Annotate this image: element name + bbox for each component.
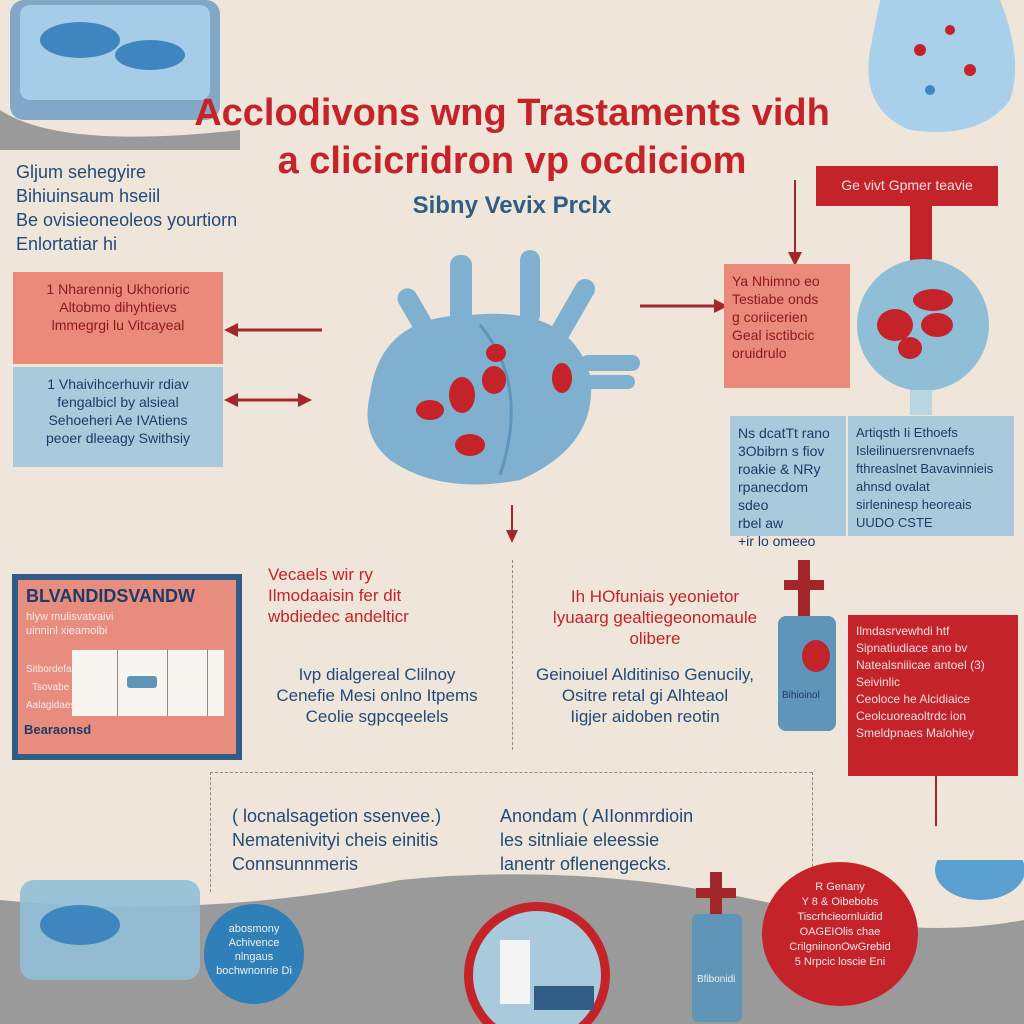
right-info-box: Ya Nhimno eo Testiabe onds g coriicerien… (724, 264, 850, 388)
panel-row-1: Sitbordefa (26, 664, 72, 675)
panel-footer: Bearaonsd (24, 722, 92, 737)
circle-badge-right-text: R Genany Y 8 & Oibebobs Tiscrhcieornluid… (789, 881, 891, 968)
heart-illustration (367, 250, 640, 485)
ice-cube-illustration (0, 0, 240, 150)
circle-badge-left-text: abosmony Achivence nlngaus bochwnonrie D… (216, 923, 292, 977)
page-tagline: Sibny Vevix Prclx (412, 192, 612, 219)
panel-subtitle: hlyw mulisvatvaivi uinninl xieamolbi (26, 611, 114, 637)
glass-bowl-illustration (868, 0, 1016, 132)
bottom-left-text: ( locnalsagetion ssenvee.) Nematenivityi… (232, 806, 442, 874)
flask-illustration (857, 200, 989, 415)
middle-left-heading: Vecaels wir ry Ilmodaaisin fer dit wbdie… (268, 565, 409, 626)
bottle-small-label: Bfibonidi (697, 974, 736, 985)
device-illustration (464, 902, 610, 1024)
middle-right-body: Geinoiuel Alditiniso Genucily, Ositre re… (536, 665, 754, 726)
circle-badge-right (762, 862, 918, 1006)
page-subtitle: a clicicridron vp ocdiciom (277, 140, 747, 182)
bottle-illustration (778, 560, 836, 731)
arrow-left-icon (224, 323, 322, 407)
left-info-box-top: 1 Nharennig Ukhorioric Altobmo dihyhtiev… (13, 272, 223, 364)
page-title: Acclodivons wng Trastaments vidh (194, 92, 830, 134)
panel-row-2: Tsovabe (32, 682, 70, 693)
panel-title: BLVANDIDSVANDW (26, 586, 195, 606)
bottle-label: Bihioinol (782, 690, 820, 701)
left-info-box-bottom: 1 Vhaivihcerhuvir rdiav fengalbicl by al… (13, 367, 223, 467)
bottom-right-text: Anondam ( AIIonmrdioin les sitnliaie ele… (500, 806, 694, 874)
right-blue-box-left: Ns dcatTt rano 3Obibrn s fiov roakie & N… (730, 416, 846, 549)
data-panel: BLVANDIDSVANDW hlyw mulisvatvaivi uinnin… (12, 574, 242, 760)
intro-text: Gljum sehegyire Bihiuinsaum hseiil Be ov… (16, 162, 238, 254)
right-red-box: Ilmdasrvewhdi htf Sipnatiudiace ano bv N… (848, 615, 1018, 776)
circle-badge-left (204, 904, 304, 1004)
middle-right-heading: Ih HOfuniais yeonietor lyuaarg gealtiege… (552, 587, 758, 648)
right-blue-box-right: Artiqsth Ii Ethoefs Isleilinuersrenvnaef… (848, 416, 1014, 536)
panel-row-3: Aalagidaes (26, 700, 76, 711)
bottle-small-illustration (692, 872, 742, 1022)
right-label-top: Ge vivt Gpmer teavie (816, 166, 998, 206)
middle-left-body: Ivp dialgereal Clilnoy Cenefie Mesi onln… (276, 665, 478, 726)
connector-arrows (506, 180, 802, 543)
